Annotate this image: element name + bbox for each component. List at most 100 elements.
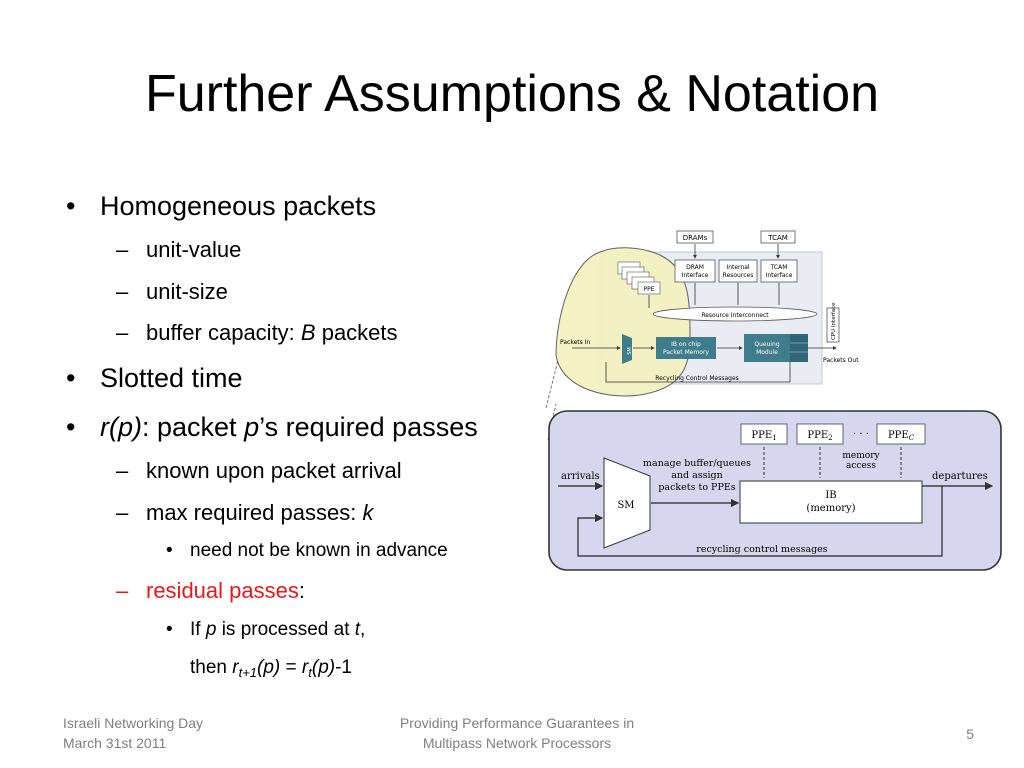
tcam-interface-box (760, 259, 798, 283)
ppec-label: PPEC (888, 430, 915, 442)
sub-bullet-text: max required passes: k (146, 499, 373, 527)
internal-resources-box (718, 259, 758, 283)
drams-label: DRAMs (683, 234, 708, 242)
page-number: 5 (966, 726, 974, 742)
sub-bullet-text: unit-value (146, 237, 242, 262)
sub-bullet-text: known upon packet arrival (146, 458, 402, 483)
queuing-module-label: Module (756, 349, 778, 356)
tcam-interface-label: TCAM (770, 264, 788, 271)
sub-bullet-text: residual passes: (146, 577, 305, 605)
footer-date: March 31st 2011 (63, 735, 167, 751)
top-sm-label: SM (627, 347, 633, 355)
ppe2-subscript: 2 (828, 434, 832, 442)
sub-bullet-text: unit-size (146, 279, 228, 304)
text-fragment: If (190, 619, 206, 640)
text-fragment: : packet (142, 412, 245, 442)
top-recycling-label: Recycling Control Messages (655, 375, 739, 382)
bullet-marker: • (66, 412, 76, 442)
bullet-text: r(p): packet p’s required passes (100, 410, 478, 444)
dram-interface-label: DRAM (686, 264, 704, 271)
subscript-t: t (308, 665, 312, 680)
subscript-t-plus-1: t+1 (238, 665, 258, 680)
text-fragment: buffer capacity: (146, 320, 301, 345)
recycling-label: recycling control messages (696, 544, 828, 555)
text-fragment: max required passes: (146, 500, 363, 525)
bullet-marker: • (166, 540, 173, 561)
bullet-text: Homogeneous packets (100, 191, 377, 221)
ppec-subscript: C (909, 434, 915, 442)
packets-out-label: Packets Out (823, 357, 859, 364)
zoom-connector (545, 359, 559, 409)
resource-interconnect-label: Resource Interconnect (701, 312, 769, 319)
ppe2-base: PPE (807, 430, 828, 441)
tcam-box (760, 230, 796, 244)
cpu-interface-label: CPU Interface (831, 302, 837, 340)
ib-on-chip-label: Packet Memory (663, 349, 709, 356)
ppec-box (876, 423, 926, 445)
internal-resources-label: Resources (723, 272, 754, 279)
ppe2-label: PPE2 (807, 430, 832, 442)
resource-interconnect (652, 306, 818, 322)
queuing-module-label: Queuing (754, 341, 779, 348)
sm-block (603, 457, 651, 549)
ppe1-label: PPE1 (751, 430, 776, 442)
dash-marker: – (116, 458, 129, 483)
ppe-ellipsis: · · · (853, 429, 869, 440)
memory-access-label: access (846, 461, 876, 471)
dash-marker: – (116, 500, 129, 525)
variable-t: t (354, 619, 361, 640)
sub-sub-bullet-text: If p is processed at t, (190, 618, 365, 642)
bullet-marker: • (66, 191, 76, 221)
text-fragment: packets (315, 320, 398, 345)
text-fragment: is processed at (216, 619, 355, 640)
minus-one: -1 (335, 657, 353, 678)
ib-on-chip-label: IB on chip (671, 341, 701, 348)
function-rp: r(p) (100, 412, 142, 442)
drams-box (676, 230, 714, 244)
bullet-marker: • (66, 363, 76, 393)
footer-talk-title: Multipass Network Processors (422, 735, 612, 751)
bottom-diagram: PPE1 PPE2 · · · PPEC memory access manag… (548, 410, 1002, 571)
argument-p: (p) (257, 657, 281, 678)
variable-r: r (301, 657, 309, 678)
manage-buffer-label: and assign (671, 470, 723, 481)
slide-title: Further Assumptions & Notation (144, 65, 880, 123)
queuing-module-queues (790, 334, 808, 362)
footer-talk-title: Providing Performance Guarantees in (399, 715, 635, 731)
ib-on-chip-box (656, 337, 716, 359)
sub-bullet-text: buffer capacity: B packets (146, 319, 398, 347)
memory-access-label: memory (842, 451, 880, 461)
dash-marker: – (116, 279, 129, 304)
text-fragment: ’s required passes (259, 412, 478, 442)
ppe1-box (740, 423, 788, 445)
tcam-interface-label: Interface (766, 272, 793, 279)
dram-interface-box (674, 259, 716, 283)
ib-memory-label: (memory) (806, 503, 855, 514)
footer-event: Israeli Networking Day (63, 715, 204, 731)
architecture-diagram: DRAMs TCAM DRAM Interface Internal Resou… (545, 230, 1002, 571)
ppec-base: PPE (888, 430, 909, 441)
cpu-interface-box (826, 307, 840, 343)
footer-center: Providing Performance Guarantees in Mult… (352, 713, 682, 753)
ib-label: IB (825, 490, 836, 501)
top-diagram: DRAMs TCAM DRAM Interface Internal Resou… (555, 230, 859, 397)
footer-left: Israeli Networking Day March 31st 2011 (63, 713, 203, 753)
variable-k: k (362, 500, 374, 525)
ppe2-box (796, 423, 844, 445)
ppe-box (637, 281, 661, 295)
top-recycling-path (605, 362, 791, 383)
arrivals-label: arrivals (561, 471, 600, 482)
dash-marker: – (116, 237, 129, 262)
recycling-path (577, 486, 943, 557)
ppe-label: PPE (643, 286, 654, 293)
ppe1-subscript: 1 (772, 434, 776, 442)
variable-r: r (232, 657, 239, 678)
sm-label: SM (617, 500, 634, 511)
dash-marker: – (116, 320, 129, 345)
variable-p: p (205, 619, 217, 640)
text-fragment: : (298, 578, 305, 603)
sub-sub-bullet-text: need not be known in advance (190, 540, 448, 561)
packets-in-label: Packets In (560, 339, 590, 346)
bullet-text: Slotted time (100, 363, 243, 393)
